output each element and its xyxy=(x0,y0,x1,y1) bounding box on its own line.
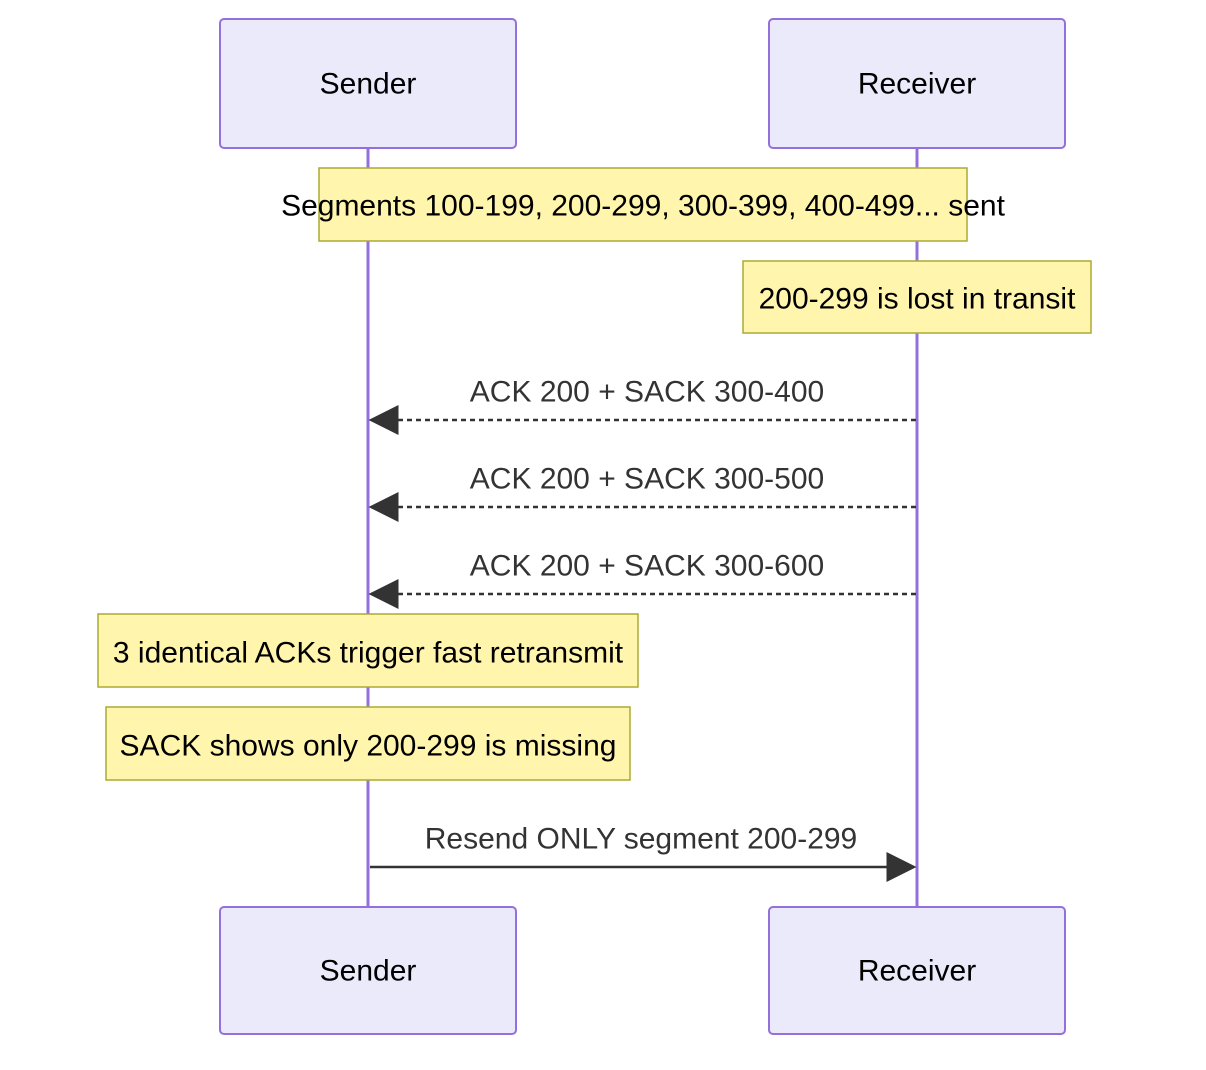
message-ack-1-label: ACK 200 + SACK 300-400 xyxy=(470,376,824,409)
note-segments-sent: Segments 100-199, 200-299, 300-399, 400-… xyxy=(281,167,1006,242)
note-lost-in-transit: 200-299 is lost in transit xyxy=(742,260,1092,334)
message-ack-3-label: ACK 200 + SACK 300-600 xyxy=(470,550,824,583)
message-resend: Resend ONLY segment 200-299 xyxy=(370,823,917,882)
note-sack-missing-text: SACK shows only 200-299 is missing xyxy=(120,730,617,763)
actor-sender-top-label: Sender xyxy=(320,68,417,101)
message-ack-3: ACK 200 + SACK 300-600 xyxy=(368,550,916,609)
note-sack-missing: SACK shows only 200-299 is missing xyxy=(105,706,631,781)
actor-sender-bottom: Sender xyxy=(219,906,517,1035)
note-fast-retransmit: 3 identical ACKs trigger fast retransmit xyxy=(97,613,639,688)
actor-sender-bottom-label: Sender xyxy=(320,955,417,988)
message-ack-1: ACK 200 + SACK 300-400 xyxy=(368,376,916,435)
note-fast-retransmit-text: 3 identical ACKs trigger fast retransmit xyxy=(113,637,624,670)
actor-sender-top: Sender xyxy=(219,18,517,149)
message-resend-label: Resend ONLY segment 200-299 xyxy=(425,823,858,856)
note-segments-sent-text: Segments 100-199, 200-299, 300-399, 400-… xyxy=(281,190,1006,223)
actor-receiver-bottom-label: Receiver xyxy=(858,955,976,988)
message-ack-2: ACK 200 + SACK 300-500 xyxy=(368,463,916,522)
note-lost-in-transit-text: 200-299 is lost in transit xyxy=(759,283,1076,316)
actor-receiver-bottom: Receiver xyxy=(768,906,1066,1035)
actor-receiver-top: Receiver xyxy=(768,18,1066,149)
message-ack-2-label: ACK 200 + SACK 300-500 xyxy=(470,463,824,496)
actor-receiver-top-label: Receiver xyxy=(858,68,976,101)
